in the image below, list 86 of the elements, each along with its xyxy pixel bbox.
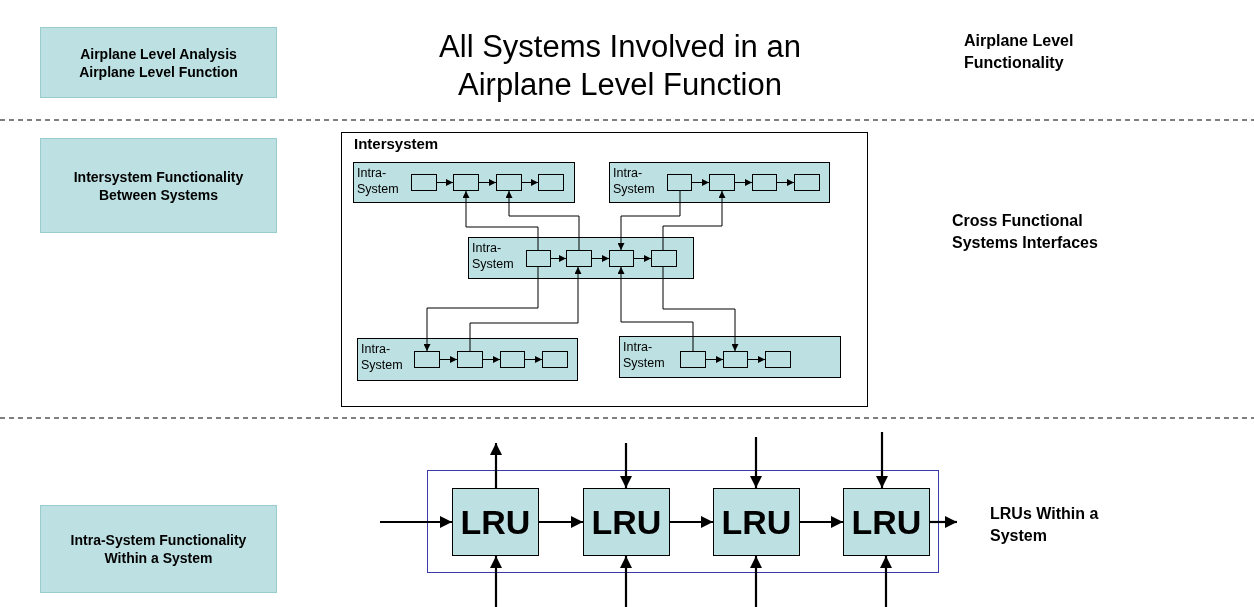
level-label: Intersystem Functionality Between Systems: [72, 167, 245, 204]
function-box: [651, 250, 677, 267]
arrow: [620, 443, 632, 488]
arrow: [876, 432, 888, 488]
function-box: [723, 351, 748, 368]
arrow: [750, 556, 762, 607]
arrow: [505, 190, 580, 251]
arrow: [670, 516, 713, 528]
intra-system-box: [619, 336, 841, 378]
intra-system-box: [609, 162, 830, 203]
arrow: [591, 255, 610, 262]
system-boundary: [427, 470, 939, 573]
function-box: [453, 174, 479, 191]
lru-label: LRU: [460, 501, 531, 543]
function-box: [709, 174, 735, 191]
function-box: [667, 174, 692, 191]
lru-box: [843, 488, 930, 556]
lru-label: LRU: [591, 501, 662, 543]
system-label: Intra-System: [361, 341, 404, 373]
level-box: [40, 138, 277, 233]
arrow: [490, 443, 502, 488]
level-label: Airplane Level Analysis: [80, 44, 237, 63]
arrow: [521, 179, 539, 186]
function-box: [566, 250, 592, 267]
function-box: [542, 351, 568, 368]
arrow: [524, 356, 543, 363]
function-box: [794, 174, 820, 191]
arrow: [747, 356, 766, 363]
system-label: Intra-System: [357, 165, 400, 197]
level-label: Intra-System Functionality Within a System: [69, 531, 248, 567]
arrow: [478, 179, 497, 186]
function-box: [752, 174, 777, 191]
level-description: Cross Functional Systems Interfaces: [952, 211, 1099, 253]
arrow: [423, 266, 539, 352]
intra-system-box: [353, 162, 575, 203]
function-box: [609, 250, 634, 267]
arrow: [490, 556, 502, 607]
function-box: [538, 174, 564, 191]
arrow: [750, 437, 762, 488]
level-box: [40, 27, 277, 98]
arrow: [691, 179, 710, 186]
arrow: [705, 356, 724, 363]
arrow: [380, 516, 452, 528]
system-label: Intra-System: [623, 339, 666, 371]
arrow: [734, 179, 753, 186]
system-label: Intra-System: [613, 165, 656, 197]
function-box: [457, 351, 483, 368]
intersystem-panel: [341, 132, 868, 407]
arrow: [439, 356, 458, 363]
arrow: [930, 516, 957, 528]
level-label: Airplane Level Function: [79, 62, 238, 81]
lru-box: [713, 488, 800, 556]
arrow: [800, 516, 843, 528]
level-description: Airplane Level Functionality: [964, 31, 1075, 73]
function-box: [496, 174, 522, 191]
arrow: [539, 516, 583, 528]
arrow: [633, 255, 652, 262]
function-box: [526, 250, 551, 267]
lru-box: [452, 488, 539, 556]
arrow: [617, 266, 694, 352]
arrow: [462, 190, 539, 251]
level-box: [40, 505, 277, 593]
function-box: [765, 351, 791, 368]
arrow: [482, 356, 501, 363]
system-label: Intra-System: [472, 240, 515, 272]
arrow: [620, 556, 632, 607]
arrow: [469, 266, 582, 352]
arrow: [776, 179, 795, 186]
lru-label: LRU: [851, 501, 922, 543]
function-box: [414, 351, 440, 368]
lru-label: LRU: [721, 501, 792, 543]
intra-system-box: [357, 338, 578, 381]
function-box: [680, 351, 706, 368]
level-description: LRUs Within a System: [990, 504, 1100, 546]
lru-box: [583, 488, 670, 556]
arrow: [436, 179, 454, 186]
arrow: [550, 255, 567, 262]
function-box: [500, 351, 525, 368]
diagram-title: All Systems Involved in an Airplane Level Function: [438, 28, 802, 104]
panel-heading: Intersystem: [354, 135, 439, 153]
arrow: [617, 190, 681, 251]
intra-system-box: [468, 237, 694, 279]
arrow: [880, 556, 892, 607]
function-box: [411, 174, 437, 191]
arrow: [662, 266, 739, 352]
arrow: [662, 190, 726, 251]
